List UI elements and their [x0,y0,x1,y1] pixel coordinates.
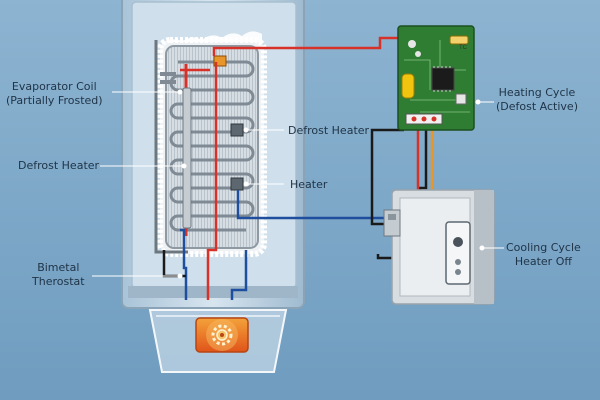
label-cooling-cycle: Cooling Cycle Heater Off [506,241,581,269]
label-heating-cycle: Heating Cycle (Defost Active) [496,86,578,114]
fuse-icon [449,35,469,45]
label-cooling-line2: Heater Off [514,255,572,268]
drain-pan [148,309,288,373]
evaporator-coil [157,31,267,257]
control-box [383,189,495,305]
label-defrost-heater-center: Defrost Heater [288,124,370,137]
internal-wiring [162,36,404,300]
label-heating-line2: (Defost Active) [496,100,578,113]
label-bimetal-line1: Bimetal [37,261,80,274]
label-evaporator-coil: Evaporator Coil (Partially Frosted) [6,80,103,108]
label-bimetal-line2: Therostat [32,275,85,288]
label-defrost-heater-left: Defrost Heater [18,159,100,172]
gear-icon [211,324,233,346]
callout-lines [92,89,504,279]
chip-icon [431,66,455,92]
label-heating-line1: Heating Cycle [498,86,576,99]
terminal-blocks [213,55,244,191]
label-cooling-line1: Cooling Cycle [506,241,581,254]
capacitor [401,73,415,99]
label-heater: Heater [290,178,328,191]
label-evaporator-line2: (Partially Frosted) [6,94,103,107]
board-marking: TC [459,45,468,51]
label-bimetal-thermostat: Bimetal Therostat [32,261,85,289]
drain-tube [154,40,188,254]
defrost-heater-element [182,64,192,236]
label-evaporator-line1: Evaporator Coil [11,80,97,93]
